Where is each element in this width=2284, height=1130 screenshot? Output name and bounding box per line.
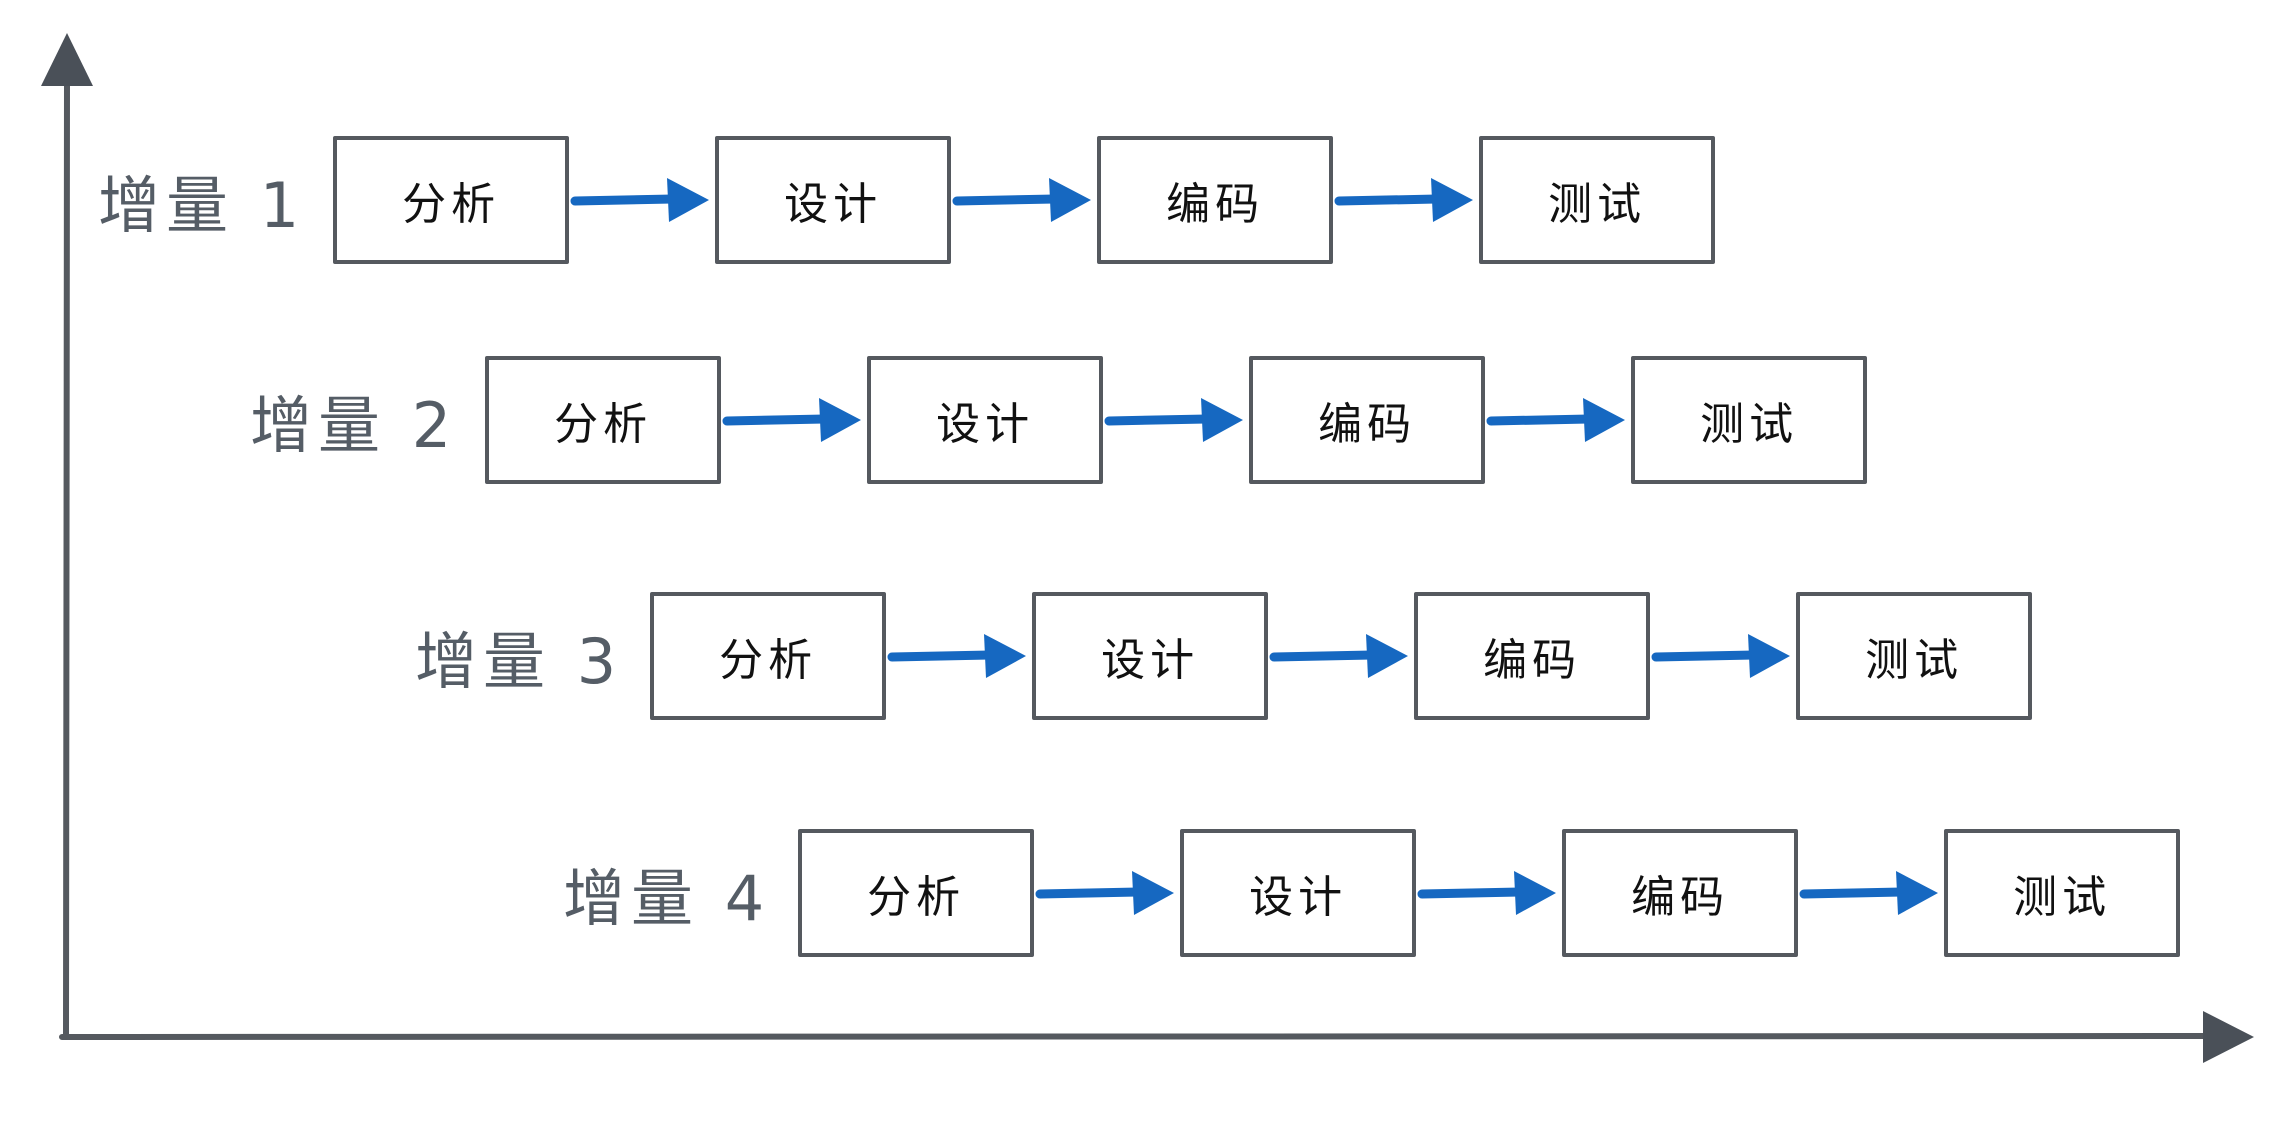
phase-box-design[interactable]: 设计 [1032,592,1269,720]
arrow-shaft [1104,414,1212,426]
arrow-connector [1268,626,1414,686]
arrow-connector [1034,863,1180,923]
increment-label: 增量 1 [98,169,306,242]
arrow-head [1366,634,1409,678]
arrow-shaft [1651,650,1759,662]
arrow-head [1431,178,1474,222]
phase-box-coding[interactable]: 编码 [1414,592,1651,720]
arrow-head [1514,871,1557,915]
arrow-shaft [887,650,995,662]
arrow-connector [886,626,1032,686]
arrow-shaft [570,194,678,206]
arrow-head [984,634,1027,678]
increment-label: 增量 2 [250,389,458,462]
arrow-shaft [952,194,1060,206]
arrow-connector [1798,863,1944,923]
arrow-connector [1333,170,1479,230]
arrow-connector [569,170,715,230]
arrow-shaft [722,414,830,426]
arrow-connector [1416,863,1562,923]
increment-label: 增量 3 [415,625,623,698]
phase-box-analysis[interactable]: 分析 [485,356,722,484]
phase-box-testing[interactable]: 测试 [1796,592,2033,720]
arrow-head [667,178,710,222]
vertical-axis-line [63,75,70,1040]
phase-box-design[interactable]: 设计 [1180,829,1417,957]
vertical-axis-arrowhead [41,33,93,86]
increment-row: 增量 2 分析 设计 编码 测试 [250,356,1868,484]
arrow-head [1583,398,1626,442]
arrow-shaft [1417,887,1525,899]
arrow-shaft [1334,194,1442,206]
arrow-head [1748,634,1791,678]
phase-box-testing[interactable]: 测试 [1631,356,1868,484]
arrow-head [1132,871,1175,915]
phase-box-analysis[interactable]: 分析 [798,829,1035,957]
arrow-head [1896,871,1939,915]
arrow-shaft [1269,650,1377,662]
increment-row: 增量 4 分析 设计 编码 测试 [563,829,2181,957]
increment-row: 增量 1 分析 设计 编码 测试 [98,136,1716,264]
arrow-head [819,398,862,442]
arrow-connector [951,170,1097,230]
increment-label: 增量 4 [563,862,771,935]
phase-box-analysis[interactable]: 分析 [333,136,570,264]
phase-box-testing[interactable]: 测试 [1944,829,2181,957]
arrow-head [1201,398,1244,442]
horizontal-axis-arrowhead [2203,1011,2254,1063]
arrow-head [1049,178,1092,222]
arrow-shaft [1486,414,1594,426]
horizontal-axis-line [59,1033,2215,1040]
phase-box-testing[interactable]: 测试 [1479,136,1716,264]
arrow-shaft [1035,887,1143,899]
arrow-connector [721,390,867,450]
phase-box-coding[interactable]: 编码 [1097,136,1334,264]
arrow-connector [1650,626,1796,686]
phase-box-coding[interactable]: 编码 [1562,829,1799,957]
arrow-shaft [1799,887,1907,899]
increment-row: 增量 3 分析 设计 编码 测试 [415,592,2033,720]
arrow-connector [1103,390,1249,450]
phase-box-analysis[interactable]: 分析 [650,592,887,720]
arrow-connector [1485,390,1631,450]
phase-box-design[interactable]: 设计 [715,136,952,264]
phase-box-design[interactable]: 设计 [867,356,1104,484]
phase-box-coding[interactable]: 编码 [1249,356,1486,484]
